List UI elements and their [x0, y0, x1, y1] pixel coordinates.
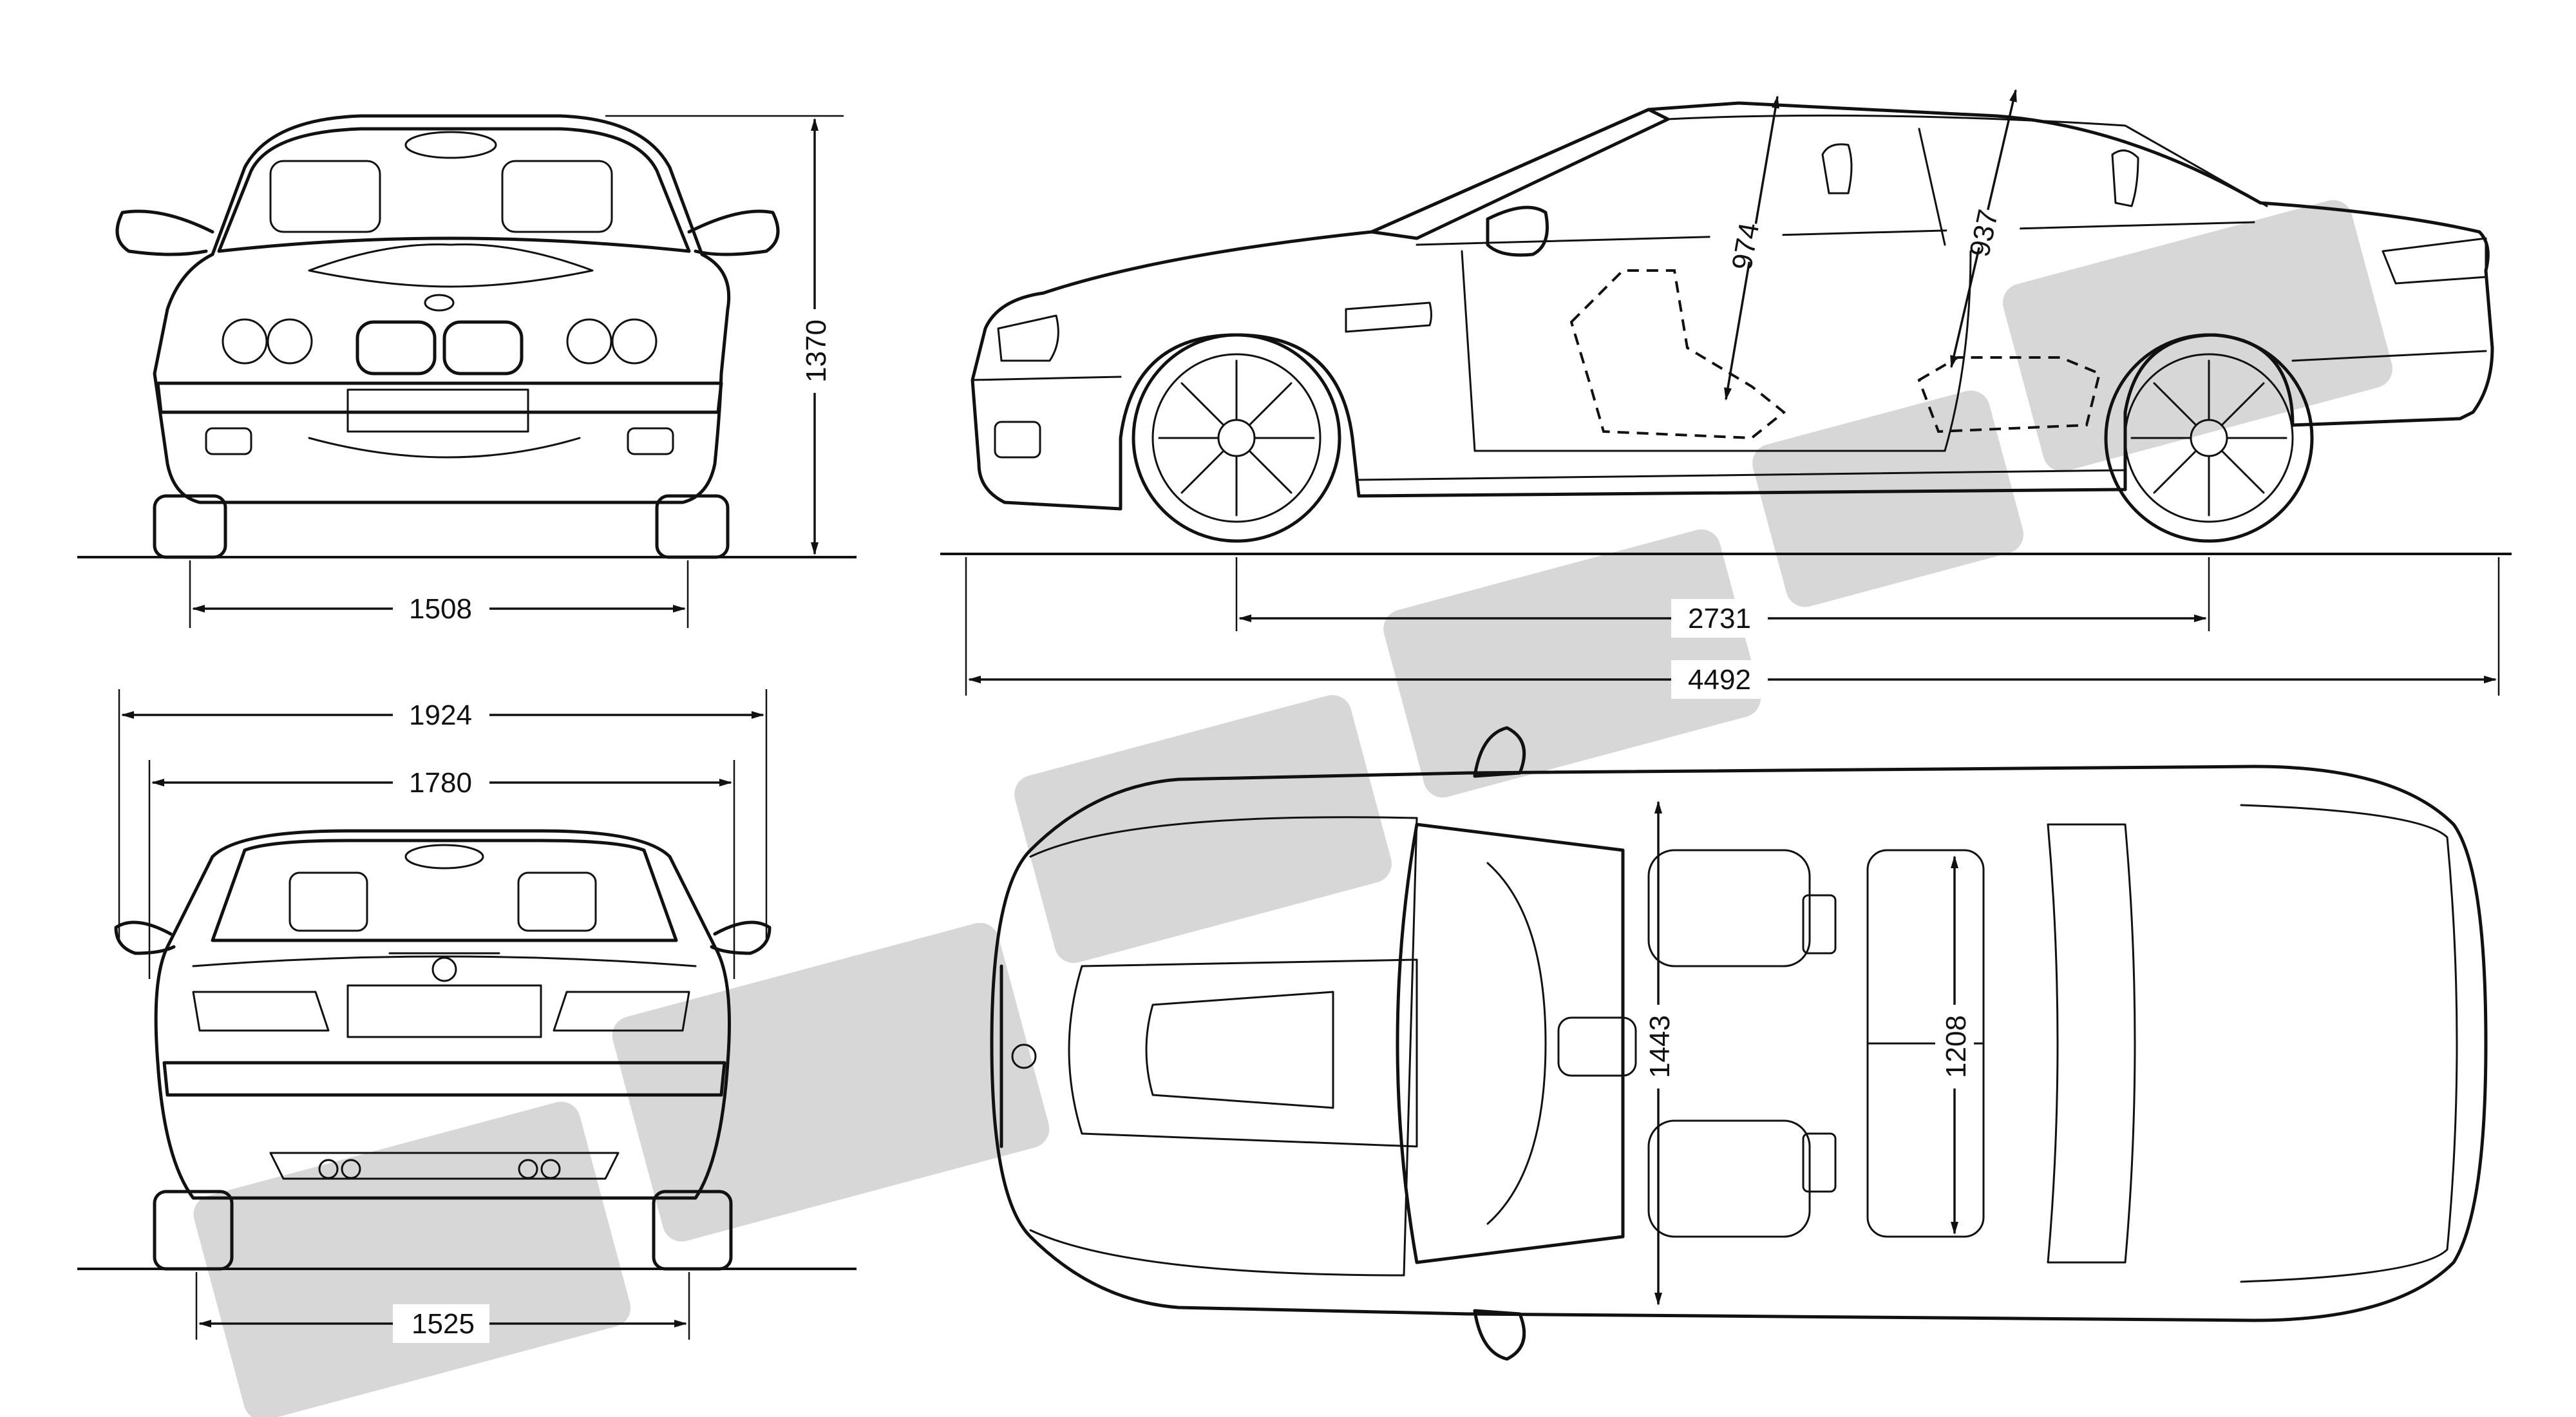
side-rocker-line: [1358, 469, 2126, 481]
front-view: 1370 1508: [77, 114, 857, 628]
front-hood-bulge: [308, 243, 594, 288]
front-windshield: [217, 127, 691, 253]
side-wheelbase-label: 2731: [1688, 603, 1751, 634]
front-right-headlight-outer: [611, 318, 658, 365]
rear-bumper: [162, 1061, 726, 1097]
front-left-mirror: [115, 209, 214, 256]
top-hood-bulge: [1068, 958, 1418, 1148]
rear-license-plate: [346, 984, 542, 1038]
side-front-headrest: [1821, 143, 1853, 195]
top-dashboard: [1486, 862, 1547, 1225]
front-left-kidney-grille: [355, 320, 437, 376]
side-rear-wheel: [2104, 333, 2314, 543]
side-front-seat-dashed: [1569, 269, 1786, 440]
rear-exhaust-1: [318, 1159, 339, 1179]
side-b-pillar: [1918, 128, 1946, 246]
front-height-label: 1370: [800, 319, 832, 383]
side-front-wheel: [1132, 333, 1341, 543]
side-length-label: 4492: [1688, 664, 1751, 696]
front-track-label: 1508: [409, 593, 472, 625]
side-rear-bumper-line: [2291, 350, 2487, 362]
front-badge: [424, 294, 455, 312]
front-bumper: [156, 381, 723, 414]
front-right-seat: [501, 160, 613, 233]
front-right-mirror: [687, 209, 780, 256]
rear-left-mirror: [114, 920, 176, 955]
top-front-left-headrest: [1802, 894, 1837, 955]
rear-diffuser: [269, 1152, 620, 1180]
rear-trunk-line: [192, 955, 697, 967]
rear-exhaust-4: [540, 1159, 561, 1179]
side-headlight: [997, 314, 1059, 362]
side-view: 974 937 2731 4492: [940, 89, 2512, 699]
side-belt-line: [1416, 221, 2255, 246]
top-view: 1443 1208: [990, 726, 2488, 1361]
top-tonneau: [2047, 823, 2136, 1264]
side-vent-gill: [1345, 301, 1432, 333]
side-tail-light: [2382, 237, 2487, 285]
front-right-tire: [655, 494, 730, 559]
front-left-headlight-outer: [222, 318, 268, 365]
top-right-mirror: [1473, 1309, 1526, 1361]
front-mirror-oval: [404, 131, 497, 159]
top-trunk-lid: [2240, 804, 2458, 1283]
top-front-right-seat: [1647, 1119, 1811, 1238]
rear-left-seat: [289, 871, 368, 932]
rear-exhaust-2: [341, 1159, 361, 1179]
top-center-console: [1557, 1016, 1637, 1077]
rear-view: 1924 1780 1525: [77, 689, 857, 1343]
rear-body-width-label: 1780: [409, 767, 472, 799]
side-windshield: [1370, 108, 1670, 240]
side-mirror: [1486, 205, 1549, 257]
front-left-headlight-inner: [267, 318, 313, 365]
top-left-mirror: [1473, 726, 1526, 778]
top-front-badge: [1011, 1043, 1037, 1069]
front-right-headlight-inner: [566, 318, 612, 365]
front-left-tire: [153, 494, 227, 559]
rear-right-seat: [517, 871, 597, 932]
side-front-bumper: [971, 376, 1122, 381]
rear-right-mirror: [710, 920, 772, 955]
front-right-kidney-grille: [442, 320, 524, 376]
rear-overall-width-label: 1924: [409, 699, 472, 731]
top-front-left-seat: [1647, 849, 1811, 967]
top-rear-shoulder-label: 1208: [1940, 1015, 1972, 1078]
rear-top-oval: [404, 844, 484, 870]
rear-right-taillight: [553, 991, 690, 1032]
top-front-right-headrest: [1802, 1132, 1837, 1193]
rear-window: [211, 839, 678, 942]
rear-badge: [431, 956, 457, 982]
side-rear-headrest: [2111, 149, 2139, 207]
top-front-shoulder-label: 1443: [1644, 1015, 1676, 1078]
side-fog-light: [994, 421, 1041, 459]
front-body-outline: [153, 114, 731, 504]
top-hood-inner: [1145, 991, 1334, 1109]
top-body-outline: [990, 765, 2488, 1322]
front-left-seat: [269, 160, 381, 233]
rear-body-outline: [154, 829, 731, 1200]
front-lower-intake: [308, 437, 581, 459]
front-right-fog-light: [627, 427, 674, 455]
rear-exhaust-3: [518, 1159, 538, 1179]
top-hood-outline: [1029, 816, 1418, 1277]
rear-left-taillight: [192, 991, 330, 1032]
rear-track-label: 1525: [412, 1308, 475, 1340]
top-windshield: [1396, 823, 1625, 1264]
front-license-plate: [346, 388, 529, 433]
front-left-fog-light: [205, 427, 252, 455]
